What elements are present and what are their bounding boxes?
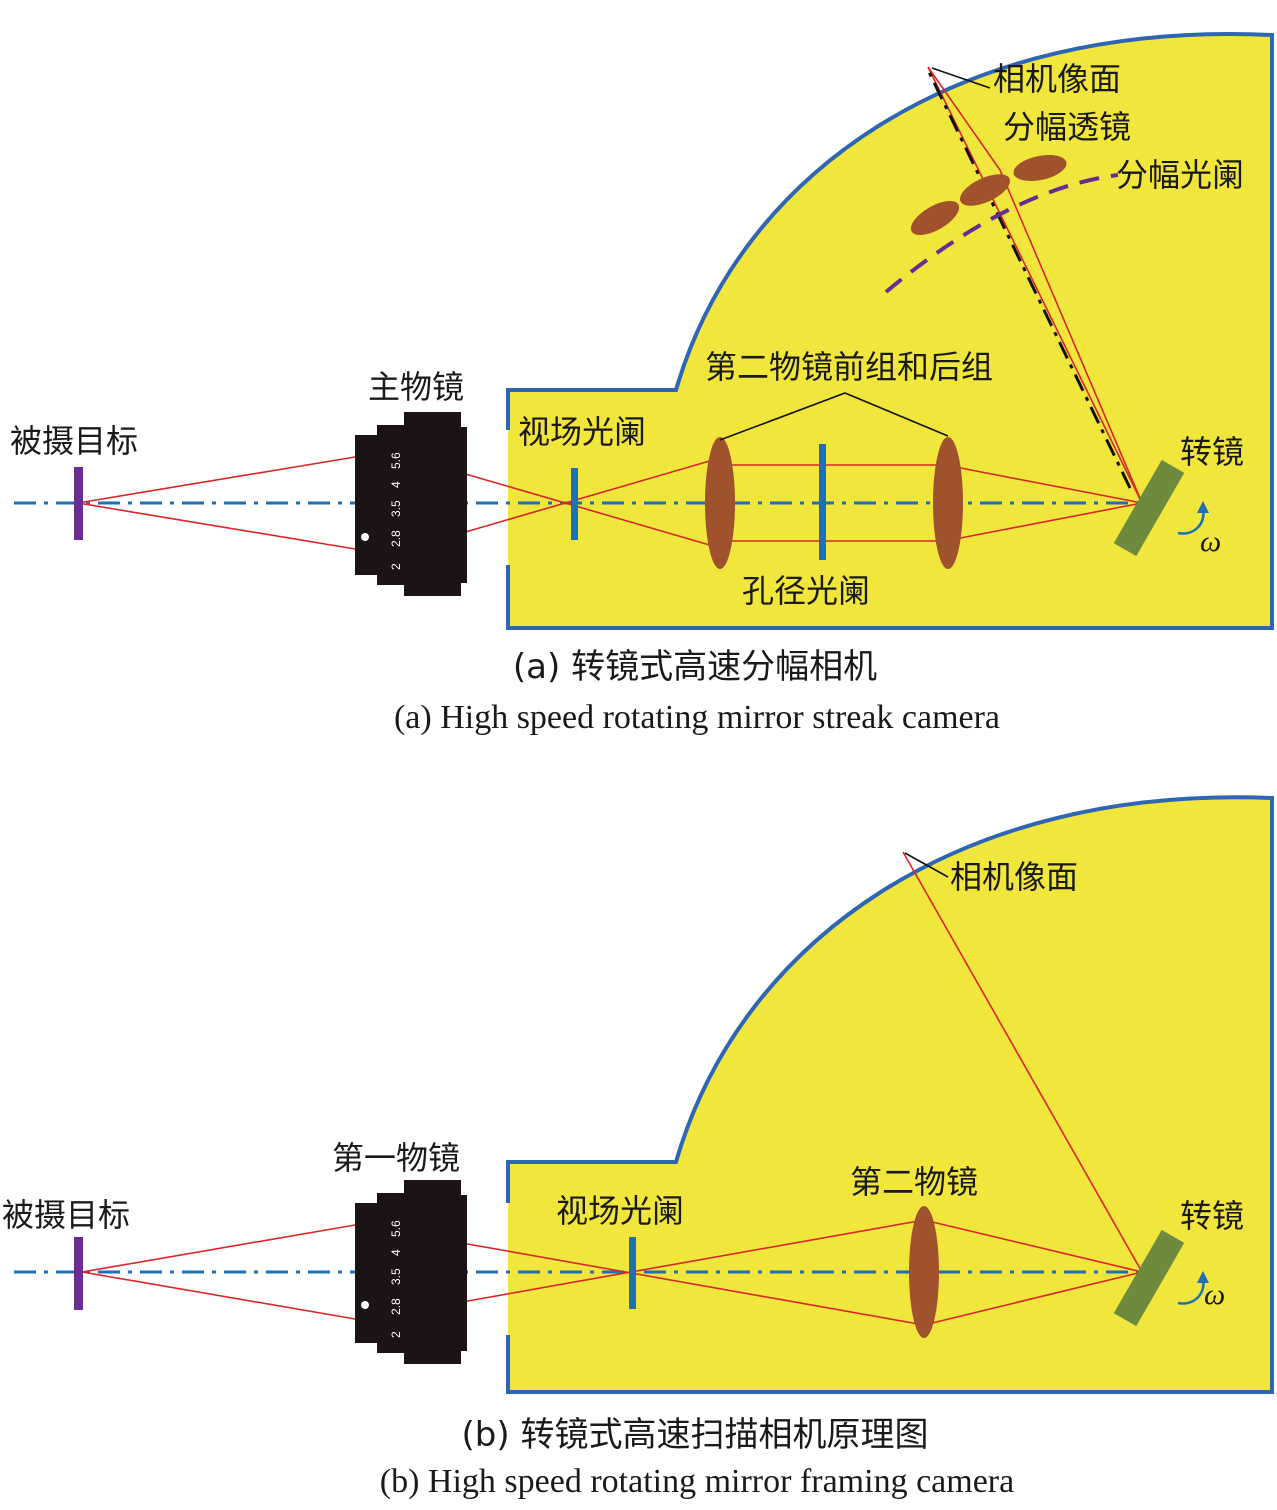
panel-a-housing [506, 32, 1274, 630]
panel-a-caption-cn: (a) 转镜式高速分幅相机 [513, 647, 877, 687]
panel-a-image-plane-leader [931, 67, 991, 89]
panel-a-framing-stop-label: 分幅光阑 [1116, 156, 1244, 194]
panel-a-omega-label: ω [1200, 525, 1221, 558]
panel-a-framing-lenses [910, 154, 1067, 236]
panel-b-caption-cn: (b) 转镜式高速扫描相机原理图 [462, 1415, 929, 1455]
panel-b-target [74, 1237, 83, 1310]
panel-a-rotating-mirror [1113, 459, 1185, 557]
panel-b: 2 2.8 3.5 4 5.6 被摄目标 第一物镜 视场光阑 第二物镜 转镜 ω… [2, 795, 1274, 1500]
panel-b-omega-label: ω [1204, 1278, 1225, 1311]
panel-b-housing [506, 795, 1274, 1394]
panel-a-caption-en: (a) High speed rotating mirror streak ca… [394, 699, 1000, 736]
panel-a-field-stop-label: 视场光阑 [518, 413, 646, 451]
panel-a-target-label: 被摄目标 [10, 422, 138, 460]
panel-b-second-lens-label: 第二物镜 [850, 1163, 978, 1201]
panel-a-main-lens: 2 2.8 3.5 4 5.6 [355, 412, 467, 596]
focus-mark-dot [361, 1301, 369, 1309]
panel-a-target [74, 467, 83, 540]
panel-a-field-stop [571, 468, 578, 540]
panel-a-framing-axis [926, 69, 1132, 489]
panel-b-field-stop-label: 视场光阑 [556, 1192, 684, 1230]
framing-lens-3 [1013, 154, 1067, 182]
panel-b-second-lens [909, 1206, 939, 1338]
panel-b-first-lens-label: 第一物镜 [332, 1139, 460, 1177]
panel-a-lens-group-bracket [719, 392, 949, 441]
panel-b-caption-en: (b) High speed rotating mirror framing c… [380, 1463, 1014, 1500]
panel-a-second-lens-front [705, 437, 735, 569]
panel-a-aperture-stop [819, 444, 826, 560]
panel-b-rotating-mirror [1113, 1229, 1185, 1327]
panel-b-target-label: 被摄目标 [2, 1196, 130, 1234]
panel-a-image-plane-label: 相机像面 [993, 60, 1121, 98]
f-number-4: 5.6 [389, 452, 403, 469]
panel-b-field-stop [629, 1237, 636, 1309]
f-number-4: 5.6 [389, 1220, 403, 1237]
panel-a-rays [77, 66, 1143, 550]
f-number-3: 4 [389, 481, 403, 488]
f-number-1: 2.8 [389, 1298, 403, 1315]
f-number-0: 2 [389, 1331, 403, 1338]
focus-mark-dot [361, 533, 369, 541]
f-number-2: 3.5 [389, 1268, 403, 1285]
f-number-0: 2 [389, 563, 403, 570]
panel-a-main-lens-label: 主物镜 [368, 368, 464, 406]
f-number-1: 2.8 [389, 530, 403, 547]
panel-b-image-plane-label: 相机像面 [950, 858, 1078, 896]
panel-a-framing-lens-label: 分幅透镜 [1003, 108, 1131, 146]
framing-lens-2 [960, 174, 1010, 206]
panel-b-rays [81, 851, 1143, 1326]
f-number-2: 3.5 [389, 500, 403, 517]
f-number-3: 4 [389, 1249, 403, 1256]
panel-a-rotating-mirror-label: 转镜 [1180, 433, 1244, 471]
framing-lens-1 [910, 200, 960, 236]
panel-b-image-plane-leader [904, 852, 949, 878]
panel-a: 2 2.8 3.5 4 5.6 被摄目标 主物镜 视场光阑 第二物镜前组和后组 … [10, 32, 1274, 736]
panel-a-second-lens-rear [933, 437, 963, 569]
panel-a-aperture-stop-label: 孔径光阑 [742, 572, 870, 610]
panel-b-first-lens: 2 2.8 3.5 4 5.6 [355, 1180, 467, 1364]
panel-a-second-lens-group-label: 第二物镜前组和后组 [705, 348, 993, 386]
panel-b-rotating-mirror-label: 转镜 [1180, 1197, 1244, 1235]
panel-a-framing-stop [884, 173, 1119, 294]
